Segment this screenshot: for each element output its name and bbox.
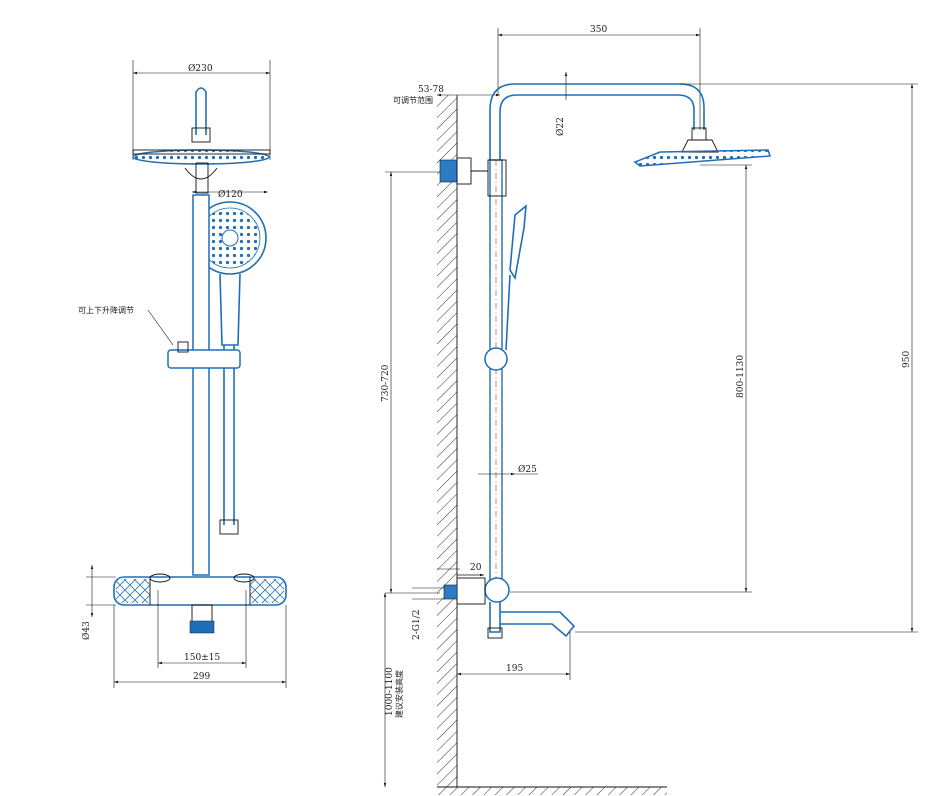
side-view: 350 53-78 可调节范围 Ø22 950 800-1130	[381, 25, 918, 795]
dim-hand-diameter: Ø120	[218, 189, 243, 200]
dim-wall-range: 53-78	[418, 85, 444, 95]
dim-install-height: 1000-1100	[385, 667, 395, 716]
dim-head-height: 800-1130	[736, 355, 746, 398]
dim-width: 299	[193, 672, 210, 682]
shower-arm	[489, 83, 705, 160]
dim-pipe-diameter: Ø43	[81, 621, 92, 640]
dim-arm-length: 350	[590, 25, 607, 35]
slider-knob	[484, 347, 508, 371]
wall	[437, 95, 457, 787]
front-view: Ø230 Ø120 可上下升降调节	[78, 60, 287, 688]
install-note: 建议安装高度	[394, 670, 404, 718]
slider-bracket	[167, 349, 241, 369]
dim-riser-diameter: Ø25	[518, 464, 537, 475]
dim-head-diameter: Ø230	[188, 63, 213, 74]
wall-range-note: 可调节范围	[393, 95, 433, 105]
rain-shower-head	[132, 149, 270, 165]
dim-arm-diameter: Ø22	[555, 117, 566, 136]
dim-total-height: 950	[902, 351, 912, 368]
adjust-note: 可上下升降调节	[78, 305, 134, 315]
dim-bracket-height: 730-720	[381, 364, 391, 402]
mixer-side	[484, 577, 510, 603]
dim-wall-offset: 20	[470, 563, 482, 573]
riser-pipe	[192, 194, 210, 576]
dim-spacing: 150±15	[184, 653, 220, 663]
dim-inlet: 2-G1/2	[412, 610, 422, 640]
floor	[437, 787, 667, 795]
rain-head-side	[633, 149, 772, 167]
dim-spout-length: 195	[506, 664, 523, 674]
bath-spout	[500, 611, 576, 638]
